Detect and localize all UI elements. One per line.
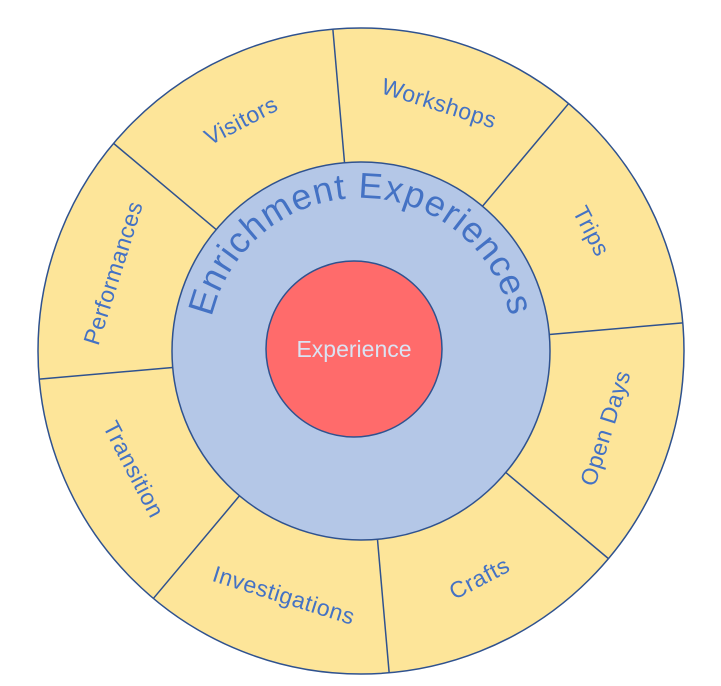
segment-divider xyxy=(113,142,217,231)
segment-divider xyxy=(376,539,390,673)
core-circle xyxy=(265,260,443,438)
segment-dividers xyxy=(39,29,683,673)
segment-divider xyxy=(332,29,346,163)
segment-divider xyxy=(152,495,241,599)
segment-divider xyxy=(39,366,173,380)
segment-divider xyxy=(481,103,570,207)
segment-divider xyxy=(505,471,609,560)
core-label: Experience xyxy=(296,336,411,362)
segment-divider xyxy=(549,322,683,336)
